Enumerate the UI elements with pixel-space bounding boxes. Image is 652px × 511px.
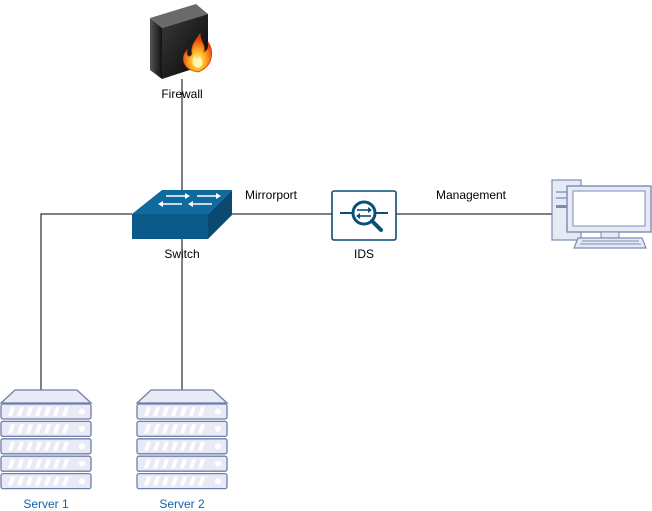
management-label: Management — [435, 188, 507, 202]
server2-label: Server 2 — [159, 497, 205, 511]
network-switch-icon[interactable] — [132, 190, 232, 239]
edge-switch-server1 — [40, 213, 132, 390]
connections — [40, 79, 552, 390]
server-rack-icon[interactable] — [135, 389, 229, 490]
ids-icon[interactable] — [331, 190, 397, 241]
firewall-label: Firewall — [161, 87, 203, 101]
server-rack-icon[interactable] — [0, 389, 93, 490]
ids-label: IDS — [353, 247, 375, 261]
firewall-icon[interactable] — [150, 4, 213, 79]
desktop-computer-icon[interactable] — [551, 179, 652, 249]
server1-label: Server 1 — [23, 497, 69, 511]
mirrorport-label: Mirrorport — [245, 188, 298, 202]
switch-label: Switch — [164, 247, 200, 261]
